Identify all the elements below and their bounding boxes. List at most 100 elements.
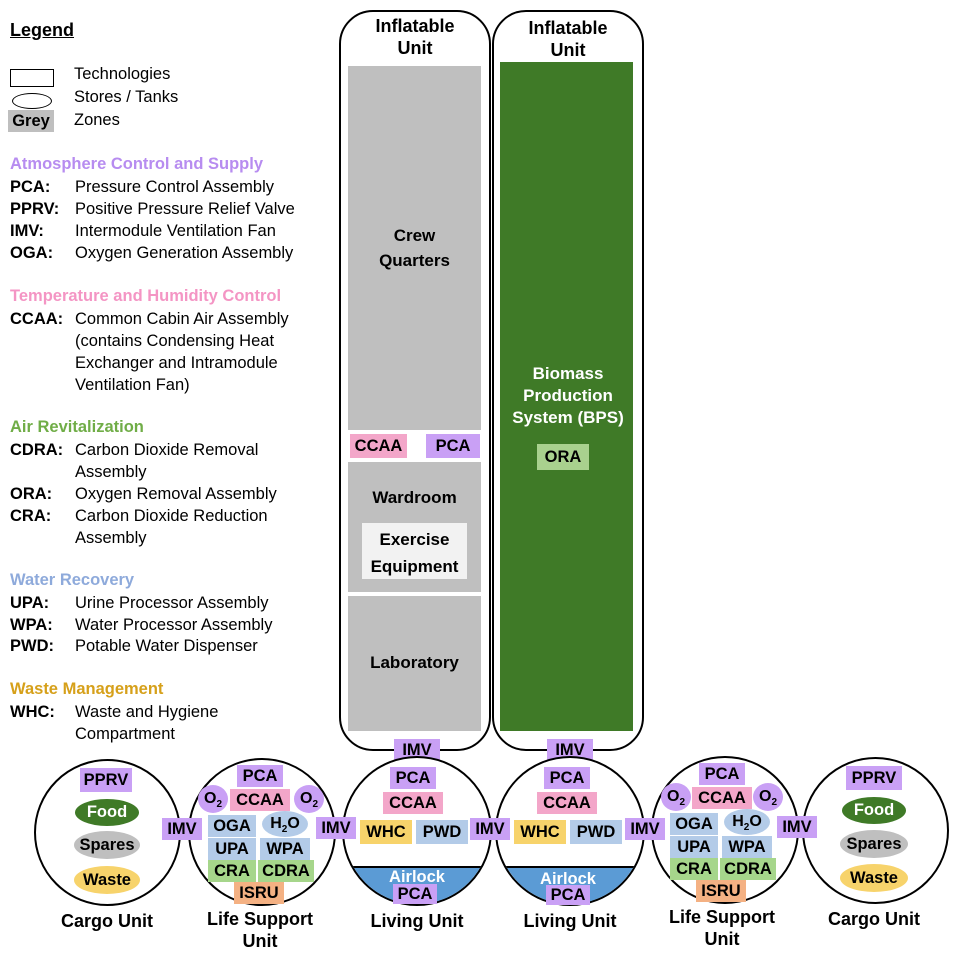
legend-title: Legend [10, 20, 75, 40]
biomass-production-zone [500, 62, 633, 731]
cdra-box: CDRA [720, 858, 776, 880]
imv-box: IMV [162, 818, 202, 840]
pca-box: PCA [390, 767, 436, 789]
crew-quarters-label-line2: Quarters [379, 251, 450, 270]
ccaa-box: CCAA [350, 434, 407, 458]
legend-abbr: CCAA: [10, 310, 64, 328]
zones-key-label: Zones [74, 111, 120, 129]
legend-desc: Carbon Dioxide Reduction [75, 507, 268, 525]
spares-store: Spares [840, 830, 908, 858]
whc-box: WHC [514, 820, 566, 844]
laboratory-label: Laboratory [370, 653, 459, 672]
legend-desc: Assembly [75, 529, 147, 547]
air-section-title: Air Revitalization [10, 418, 144, 436]
legend-desc: Compartment [75, 725, 175, 743]
legend-desc: Potable Water Dispenser [75, 637, 258, 655]
legend-desc: Oxygen Removal Assembly [75, 485, 277, 503]
exercise-label-line1: Exercise [379, 530, 450, 549]
life-support-right-label-line2: Unit [704, 929, 740, 949]
o2-tank: O2 [294, 785, 324, 813]
h2o-o: O [287, 815, 300, 832]
legend-desc: Pressure Control Assembly [75, 178, 274, 196]
imv-connector-box: IMV [547, 739, 593, 761]
legend-desc: Waste and Hygiene [75, 703, 219, 721]
upa-box: UPA [670, 836, 718, 858]
exercise-equipment-zone [362, 523, 467, 579]
h2o-subscript: 2 [281, 824, 288, 836]
airlock-pca-box: PCA [393, 884, 437, 904]
pca-box: PCA [699, 763, 745, 785]
o2-subscript: 2 [771, 797, 777, 809]
o2-subscript: 2 [216, 799, 222, 811]
legend-abbr: WPA: [10, 616, 53, 634]
imv-box: IMV [470, 818, 510, 840]
legend-abbr: WHC: [10, 703, 55, 721]
waste-store: Waste [840, 864, 908, 892]
crew-quarters-zone [348, 66, 481, 430]
inflatable-right-title-line1: Inflatable [528, 18, 608, 38]
imv-box: IMV [316, 817, 356, 839]
legend-desc: Water Processor Assembly [75, 616, 273, 634]
wpa-box: WPA [260, 838, 310, 860]
legend-desc: Exchanger and Intramodule [75, 354, 278, 372]
legend-abbr: IMV: [10, 222, 44, 240]
bps-label-line3: System (BPS) [512, 408, 624, 427]
imv-box: IMV [625, 818, 665, 840]
waste-store: Waste [74, 866, 140, 894]
pwd-box: PWD [416, 820, 468, 844]
ccaa-box: CCAA [537, 792, 597, 814]
legend-abbr: PWD: [10, 637, 54, 655]
cargo-unit-left-label: Cargo Unit [61, 911, 153, 931]
pwd-box: PWD [570, 820, 622, 844]
atmosphere-section-title: Atmosphere Control and Supply [10, 155, 264, 173]
o2-tank: O2 [661, 783, 691, 811]
upa-box: UPA [208, 838, 256, 860]
wpa-box: WPA [722, 836, 772, 858]
life-support-left-label-line2: Unit [242, 931, 278, 951]
h2o-tank: H2O [262, 811, 308, 837]
crew-quarters-label-line1: Crew [393, 226, 436, 245]
oga-box: OGA [208, 815, 256, 837]
o2-text: O [299, 790, 313, 807]
pca-box: PCA [426, 434, 480, 458]
legend-abbr: UPA: [10, 594, 50, 612]
legend-abbr: PCA: [10, 178, 51, 196]
cra-box: CRA [208, 860, 256, 882]
zone-key-grey-box: Grey [8, 110, 54, 132]
o2-text: O [666, 788, 680, 805]
life-support-right-label-line1: Life Support [669, 907, 775, 927]
legend-abbr: PPRV: [10, 200, 60, 218]
h2o-subscript: 2 [743, 822, 750, 834]
cargo-unit-right-label: Cargo Unit [828, 909, 920, 929]
exercise-label-line2: Equipment [370, 557, 459, 576]
legend-abbr: OGA: [10, 244, 54, 262]
isru-box: ISRU [234, 882, 284, 904]
cra-box: CRA [670, 858, 718, 880]
o2-text: O [203, 790, 217, 807]
water-section-title: Water Recovery [10, 571, 135, 589]
living-unit-left-label: Living Unit [370, 911, 464, 931]
living-unit-right-label: Living Unit [523, 911, 617, 931]
food-store: Food [842, 797, 906, 824]
inflatable-right-title-line2: Unit [550, 40, 586, 60]
pprv-box: PPRV [846, 766, 902, 790]
imv-box: IMV [777, 816, 817, 838]
legend-desc: (contains Condensing Heat [75, 332, 275, 350]
legend-desc: Urine Processor Assembly [75, 594, 269, 612]
oga-box: OGA [670, 813, 718, 835]
temperature-section-title: Temperature and Humidity Control [10, 287, 282, 305]
wardroom-label: Wardroom [372, 488, 457, 507]
o2-tank: O2 [198, 785, 228, 813]
cdra-box: CDRA [258, 860, 314, 882]
inflatable-left-title-line1: Inflatable [375, 16, 455, 36]
legend-desc: Ventilation Fan) [75, 376, 190, 394]
pca-box: PCA [237, 765, 283, 787]
bps-label-line2: Production [523, 386, 613, 405]
ccaa-box: CCAA [692, 787, 752, 809]
ccaa-box: CCAA [383, 792, 443, 814]
pca-box: PCA [544, 767, 590, 789]
o2-subscript: 2 [679, 797, 685, 809]
ccaa-box: CCAA [230, 789, 290, 811]
o2-text: O [758, 788, 772, 805]
stores-key-label: Stores / Tanks [74, 88, 179, 106]
